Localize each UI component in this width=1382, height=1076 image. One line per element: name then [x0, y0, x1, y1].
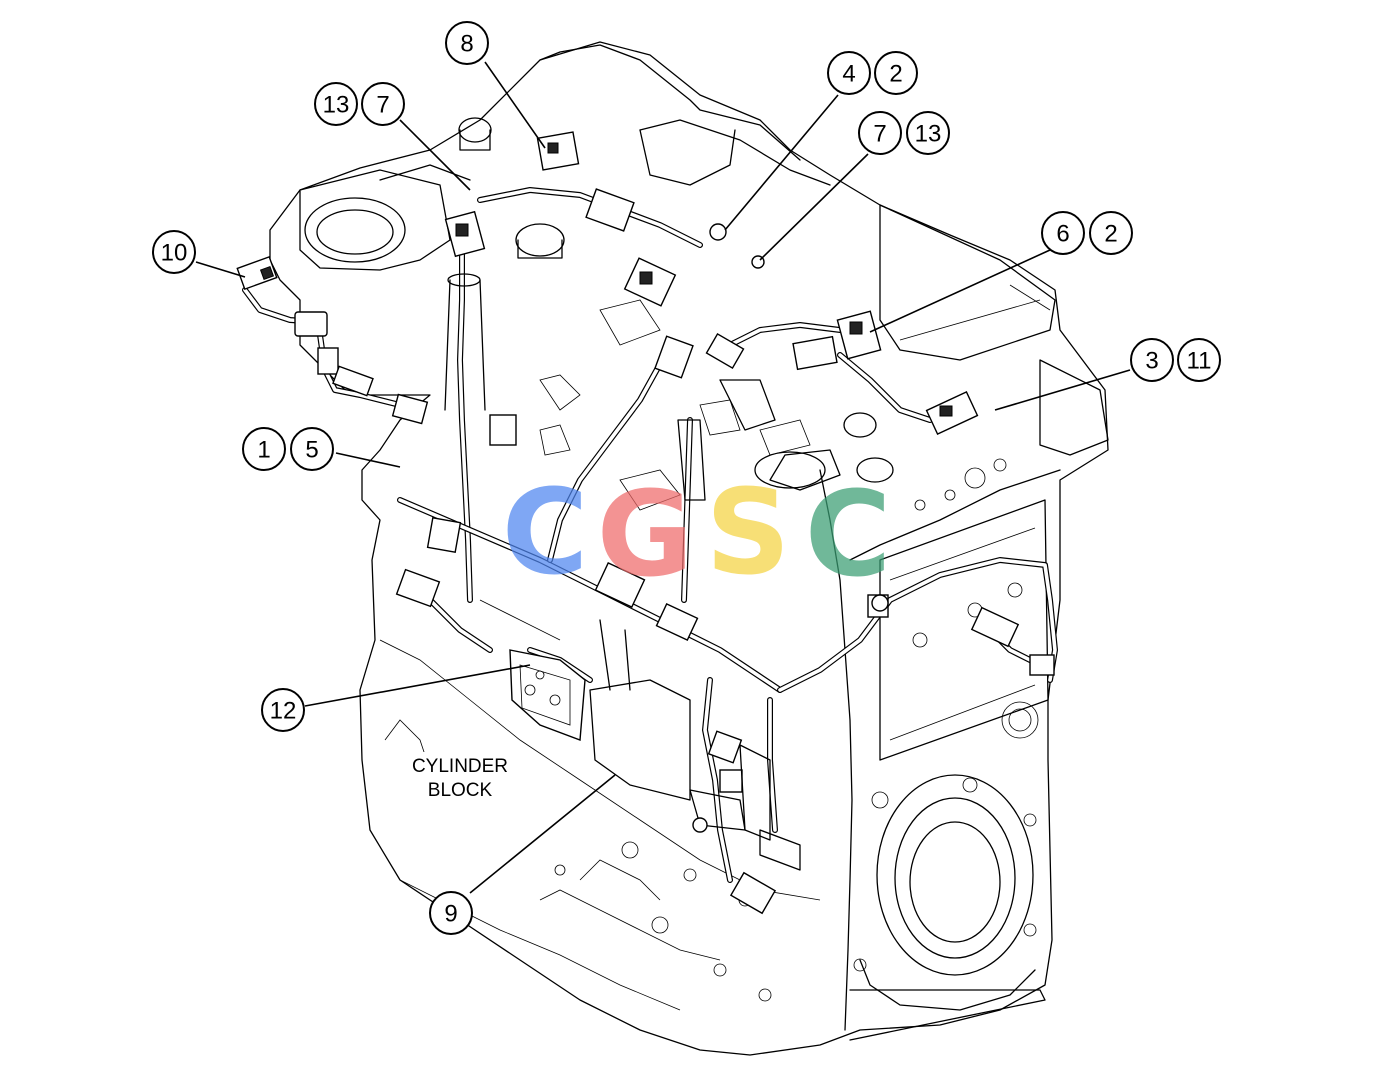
callout-4-2-num-a: 4 — [842, 61, 855, 88]
callout-6-2-num-a: 6 — [1056, 221, 1069, 248]
callout-7-13-num-a: 7 — [873, 121, 886, 148]
callout-12: 12 — [261, 688, 305, 732]
callout-10: 10 — [152, 230, 196, 274]
callout-9-num: 9 — [444, 901, 457, 928]
callout-4-2-num-b: 2 — [889, 61, 902, 88]
callout-7-13-num-b: 13 — [915, 121, 942, 148]
leader-12 — [304, 664, 531, 707]
watermark-letter-4: C — [805, 465, 892, 603]
leader-8 — [484, 61, 546, 149]
watermark-letter-3: S — [706, 463, 791, 601]
callout-1-5-num-b: 5 — [305, 437, 318, 464]
leader-3-11 — [994, 369, 1131, 411]
callout-4-2: 4 2 — [827, 51, 918, 95]
callout-6-2-num-b: 2 — [1104, 221, 1117, 248]
leader-6-2 — [869, 249, 1051, 333]
cylinder-block-label: CYLINDER BLOCK — [398, 752, 520, 804]
leader-7-13 — [759, 153, 869, 261]
cylinder-block-label-line1: CYLINDER — [412, 756, 508, 777]
engine-block-outline — [269, 41, 1109, 1056]
callout-8: 8 — [445, 21, 489, 65]
callout-6-2: 6 2 — [1041, 211, 1133, 255]
leader-lines — [195, 61, 1131, 894]
leader-13-7 — [399, 119, 471, 191]
callout-13-7-num-a: 13 — [323, 92, 350, 119]
callout-3-11: 3 11 — [1130, 338, 1221, 382]
callout-9: 9 — [429, 891, 473, 935]
callout-3-11-num-b: 11 — [1187, 348, 1212, 375]
callout-13-7: 13 7 — [314, 82, 405, 126]
watermark-letter-2: G — [597, 465, 694, 603]
callout-10-num: 10 — [161, 240, 188, 267]
callout-1-5: 1 5 — [242, 427, 334, 471]
callout-8-num: 8 — [460, 31, 473, 58]
callout-7-13: 7 13 — [858, 111, 950, 155]
callout-3-11-num-a: 3 — [1145, 348, 1158, 375]
watermark-letter-1: C — [502, 463, 589, 601]
callout-13-7-num-b: 7 — [376, 92, 389, 119]
cylinder-block-label-line2: BLOCK — [428, 780, 493, 801]
leader-10 — [195, 261, 246, 278]
callout-12-num: 12 — [270, 698, 297, 725]
leader-4-2 — [724, 94, 839, 231]
callout-1-5-num-a: 1 — [257, 437, 270, 464]
leader-1-5 — [335, 452, 401, 468]
connectors — [236, 131, 1055, 915]
leader-9 — [469, 774, 616, 894]
